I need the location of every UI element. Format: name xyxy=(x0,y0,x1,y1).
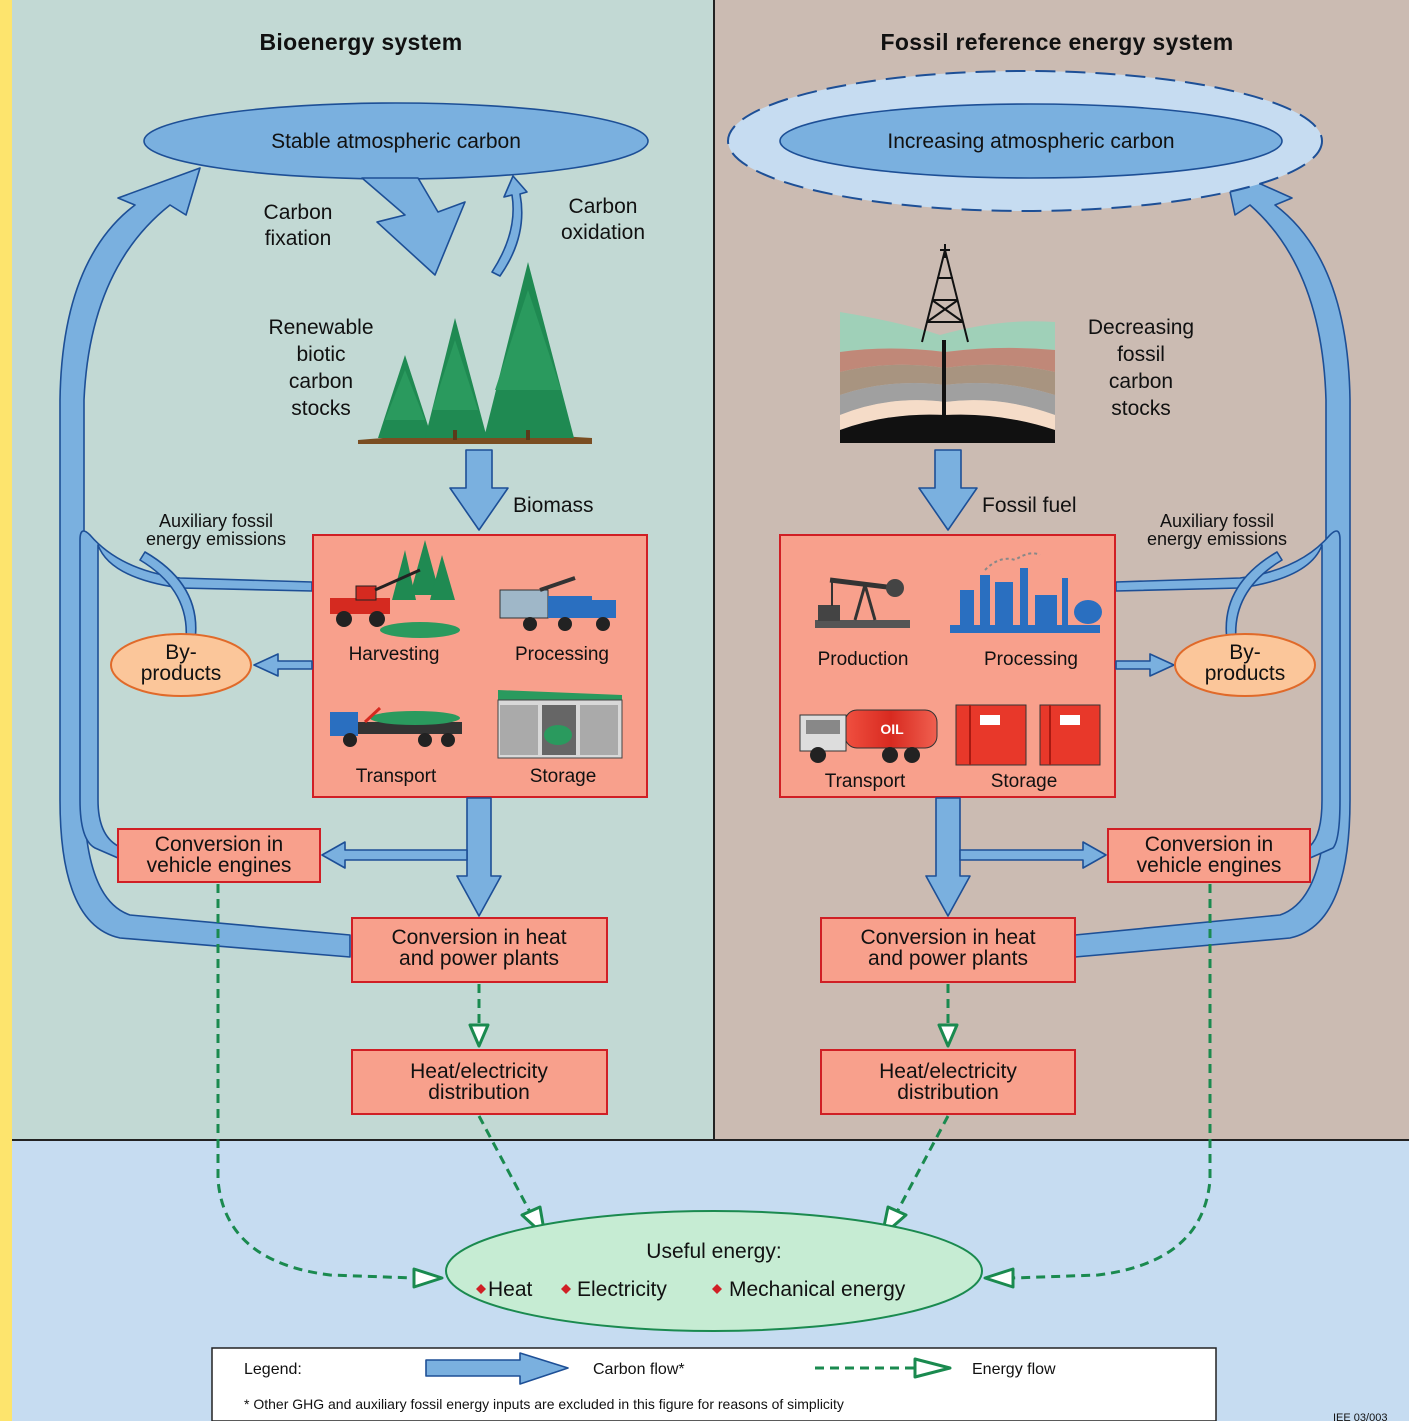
legend-footnote: * Other GHG and auxiliary fossil energy … xyxy=(244,1396,844,1412)
bio-distribution-label-2: distribution xyxy=(428,1081,530,1104)
bullet-electricity-icon xyxy=(561,1284,571,1294)
biomass-flow-arrow xyxy=(449,449,509,531)
fossil-vehicle-label-2: vehicle engines xyxy=(1137,854,1282,877)
bio-byproducts-label-2: products xyxy=(141,662,222,685)
bio-distribution-label-1: Heat/electricity xyxy=(410,1060,548,1083)
fossil-step-processing: Processing xyxy=(984,649,1078,670)
bio-inner-carbon-loop-arrow xyxy=(79,530,313,859)
fossil-vehicle-box xyxy=(1107,828,1311,883)
refinery-icon xyxy=(950,552,1102,633)
fossil-byproducts-label-2: products xyxy=(1205,662,1286,685)
fossil-plants-label-2: and power plants xyxy=(868,947,1028,970)
useful-electricity: Electricity xyxy=(577,1278,667,1301)
storage-shed-icon xyxy=(497,690,623,759)
bio-vehicle-box xyxy=(117,828,321,883)
fossil-atmosphere-ellipse xyxy=(779,103,1283,179)
fossil-step-transport: Transport xyxy=(825,771,906,792)
fossil-inner-carbon-loop-arrow xyxy=(1115,530,1341,859)
side-strip xyxy=(0,0,12,1421)
fossil-byproduct-emission-arrow xyxy=(1225,551,1283,641)
fossil-stocks-label-1: Decreasing xyxy=(1088,316,1194,339)
carbon-fixation-arrow xyxy=(361,177,466,276)
biomass-label: Biomass xyxy=(513,494,594,517)
bullet-mechanical-icon xyxy=(712,1284,722,1294)
fossil-to-plants-arrow xyxy=(925,797,971,917)
corner-code: IEE 03/003 xyxy=(1333,1412,1387,1421)
carbon-oxidation-arrow xyxy=(491,175,528,277)
useful-heat: Heat xyxy=(488,1278,533,1301)
harvester-icon xyxy=(330,540,460,638)
bio-step-processing: Processing xyxy=(515,644,609,665)
bio-stocks-label-3: carbon xyxy=(289,370,353,393)
oil-tank-text: OIL xyxy=(880,721,904,737)
fossil-byproducts-label-1: By- xyxy=(1229,641,1261,664)
legend-energy-label: Energy flow xyxy=(972,1361,1056,1378)
legend-energy-head-icon xyxy=(913,1357,952,1379)
bullet-heat-icon xyxy=(476,1284,486,1294)
bio-to-plants-arrow xyxy=(456,797,502,917)
bio-aux-label-1: Auxiliary fossil xyxy=(159,511,273,531)
bio-byproducts-ellipse xyxy=(110,633,252,697)
bio-step-storage: Storage xyxy=(530,766,597,787)
carbon-fixation-label-2: fixation xyxy=(265,227,332,250)
fossil-fuel-label: Fossil fuel xyxy=(982,494,1077,517)
carbon-oxidation-label-1: Carbon xyxy=(569,195,638,218)
oil-rig-strata-icon xyxy=(840,244,1055,443)
bio-title: Bioenergy system xyxy=(260,29,463,55)
fossil-atmosphere-label: Increasing atmospheric carbon xyxy=(887,130,1174,153)
fossil-vehicle-label-1: Conversion in xyxy=(1145,833,1273,856)
carbon-oxidation-label-2: oxidation xyxy=(561,221,645,244)
fossil-aux-label-2: energy emissions xyxy=(1147,529,1287,549)
useful-energy-title: Useful energy: xyxy=(646,1240,781,1263)
oil-tanker-truck-icon: OIL xyxy=(799,709,938,763)
fossil-byproducts-ellipse xyxy=(1174,633,1316,697)
timber-truck-icon xyxy=(330,706,462,747)
legend-box xyxy=(211,1347,1217,1421)
bio-vehicle-label-2: vehicle engines xyxy=(147,854,292,877)
bio-byproduct-emission-arrow xyxy=(139,551,197,641)
bio-to-vehicle-arrow xyxy=(321,841,468,869)
fossil-title: Fossil reference energy system xyxy=(881,29,1234,55)
bio-distribution-box xyxy=(351,1049,608,1115)
bio-stocks-label-1: Renewable xyxy=(268,316,373,339)
bio-plants-box xyxy=(351,917,608,983)
fossil-distribution-label-2: distribution xyxy=(897,1081,999,1104)
forest-icon xyxy=(358,262,592,444)
legend-carbon-label: Carbon flow* xyxy=(593,1361,685,1378)
fossil-stocks-label-4: stocks xyxy=(1111,397,1171,420)
pumpjack-icon xyxy=(815,577,910,628)
bio-stocks-label-2: biotic xyxy=(296,343,345,366)
fossil-byproducts-arrow xyxy=(1115,653,1175,677)
bio-plants-label-2: and power plants xyxy=(399,947,559,970)
fossil-plants-box xyxy=(820,917,1076,983)
bio-stocks-label-4: stocks xyxy=(291,397,351,420)
fossil-aux-label-1: Auxiliary fossil xyxy=(1160,511,1274,531)
carbon-fixation-label-1: Carbon xyxy=(264,201,333,224)
legend-label: Legend: xyxy=(244,1361,302,1378)
fossil-stocks-label-3: carbon xyxy=(1109,370,1173,393)
bio-step-harvesting: Harvesting xyxy=(349,644,440,665)
fossil-distribution-box xyxy=(820,1049,1076,1115)
fossil-distribution-label-1: Heat/electricity xyxy=(879,1060,1017,1083)
fossil-fuel-flow-arrow xyxy=(918,449,978,531)
bio-byproducts-label-1: By- xyxy=(165,641,197,664)
useful-energy-ellipse xyxy=(445,1210,983,1332)
bio-byproducts-arrow xyxy=(253,653,313,677)
bio-step-transport: Transport xyxy=(356,766,437,787)
fossil-stocks-label-2: fossil xyxy=(1117,343,1165,366)
bio-aux-label-2: energy emissions xyxy=(146,529,286,549)
fossil-step-storage: Storage xyxy=(991,771,1058,792)
fossil-step-production: Production xyxy=(818,649,909,670)
bio-plants-label-1: Conversion in heat xyxy=(391,926,566,949)
useful-mechanical: Mechanical energy xyxy=(729,1278,906,1301)
chipper-truck-icon xyxy=(499,576,616,631)
bio-vehicle-label-1: Conversion in xyxy=(155,833,283,856)
fossil-plants-label-1: Conversion in heat xyxy=(860,926,1035,949)
fossil-to-vehicle-arrow xyxy=(959,841,1107,869)
bio-atmosphere-label: Stable atmospheric carbon xyxy=(271,130,521,153)
storage-tanks-icon xyxy=(955,704,1101,766)
legend-carbon-arrow-icon xyxy=(425,1352,569,1385)
